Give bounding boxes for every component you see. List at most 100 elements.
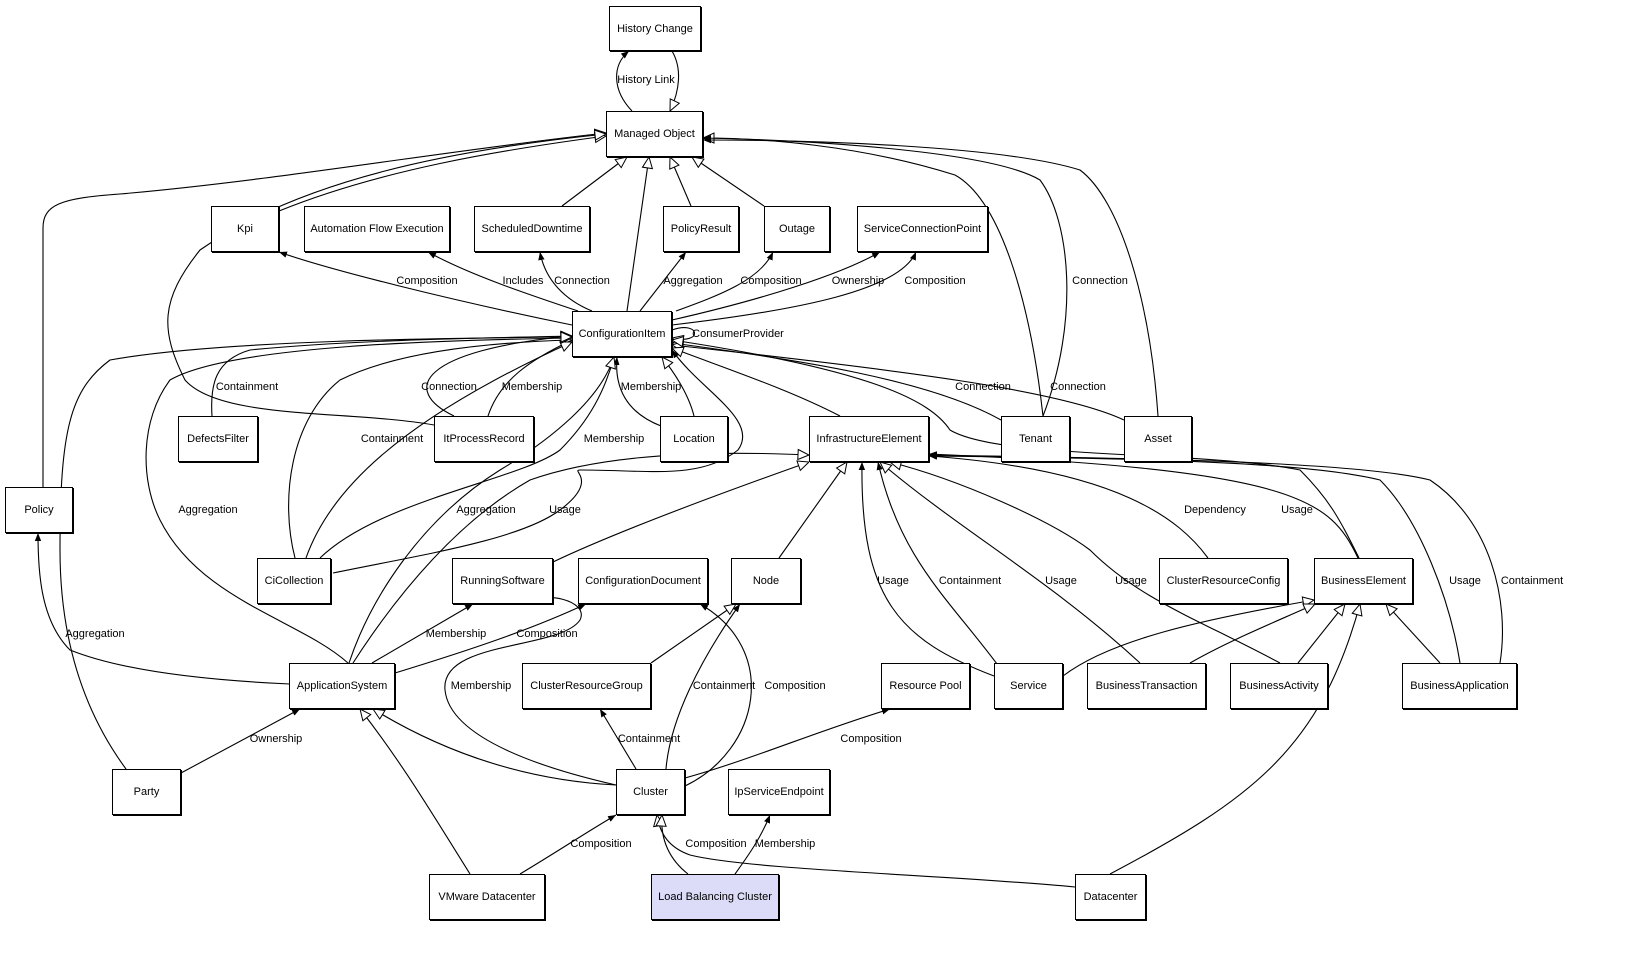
inheritance-edge [288, 340, 572, 559]
node-automation-flow-execution[interactable]: Automation Flow Execution [304, 206, 450, 252]
relationship-edge [684, 603, 752, 787]
edge-label-ownership: Ownership [249, 733, 303, 745]
node-configuration-document[interactable]: ConfigurationDocument [578, 558, 708, 604]
relationship-edge [371, 603, 474, 664]
relationship-edge [394, 603, 587, 674]
relationship-edge [427, 251, 579, 312]
node-policy[interactable]: Policy [5, 487, 73, 533]
edge-label-connection: Connection [421, 381, 477, 393]
inheritance-edge [373, 709, 617, 786]
node-defects-filter[interactable]: DefectsFilter [178, 416, 258, 462]
node-it-process-record[interactable]: ItProcessRecord [434, 416, 534, 462]
edge-label-membership: Membership [620, 381, 682, 393]
node-ci-collection[interactable]: CiCollection [257, 558, 331, 604]
inheritance-edge [626, 157, 649, 312]
edge-label-usage: Usage [1115, 575, 1147, 587]
edge-label-containment: Containment [360, 433, 424, 445]
node-party[interactable]: Party [112, 769, 181, 815]
edge-label-ownership: Ownership [831, 275, 885, 287]
inheritance-edge [1109, 604, 1360, 875]
node-infrastructure-element[interactable]: InfrastructureElement [809, 416, 929, 462]
node-location[interactable]: Location [660, 416, 728, 462]
node-business-element[interactable]: BusinessElement [1314, 558, 1413, 604]
edge-label-connection: Connection [1050, 381, 1106, 393]
inheritance-edge [778, 462, 847, 559]
edge-label-composition: Composition [764, 680, 826, 692]
inheritance-edge [1189, 604, 1315, 664]
relationship-edge [34, 532, 291, 685]
edge-label-containment: Containment [692, 680, 756, 692]
edge-label-membership: Membership [501, 381, 563, 393]
node-cluster-resource-config[interactable]: ClusterResourceConfig [1159, 558, 1288, 604]
node-service[interactable]: Service [994, 663, 1063, 709]
node-kpi[interactable]: Kpi [211, 206, 279, 252]
edge-label-connection: Connection [1072, 275, 1128, 287]
relationship-edge [671, 251, 881, 321]
node-application-system[interactable]: ApplicationSystem [289, 663, 395, 709]
relationship-edge [639, 251, 687, 312]
edge-label-membership: Membership [754, 838, 816, 850]
node-history-change[interactable]: History Change [609, 6, 701, 51]
node-datacenter[interactable]: Datacenter [1075, 874, 1146, 920]
edge-label-usage: Usage [877, 575, 909, 587]
relationship-edge [928, 453, 1209, 559]
edge-label-containment: Containment [215, 381, 279, 393]
node-cluster-resource-group[interactable]: ClusterResourceGroup [522, 663, 651, 709]
node-tenant[interactable]: Tenant [1001, 416, 1070, 462]
edge-label-connection: Connection [554, 275, 610, 287]
node-configuration-item[interactable]: ConfigurationItem [572, 311, 672, 357]
edge-label-includes: Includes [502, 275, 544, 287]
edge-label-history-link: History Link [617, 74, 675, 86]
relationship-edge [319, 356, 615, 559]
node-scheduled-downtime[interactable]: ScheduledDowntime [474, 206, 590, 252]
inheritance-edge [278, 136, 606, 212]
edge-label-composition: Composition [740, 275, 802, 287]
node-business-transaction[interactable]: BusinessTransaction [1087, 663, 1206, 709]
node-asset[interactable]: Asset [1124, 416, 1192, 462]
relationship-edge [616, 50, 633, 112]
inheritance-edge [1062, 600, 1314, 677]
edge-label-usage: Usage [549, 504, 581, 516]
relationship-edge [599, 708, 637, 770]
edge-label-membership: Membership [425, 628, 487, 640]
edge-label-composition: Composition [396, 275, 458, 287]
inheritance-edge [672, 348, 841, 417]
node-running-software[interactable]: RunningSoftware [452, 558, 553, 604]
inheritance-edge [1297, 604, 1345, 664]
node-outage[interactable]: Outage [764, 206, 830, 252]
inheritance-edge [662, 357, 695, 417]
edge-label-aggregation: Aggregation [65, 628, 125, 640]
relationship-edge [684, 708, 891, 779]
node-node[interactable]: Node [731, 558, 801, 604]
relationship-edge [671, 251, 917, 326]
inheritance-edge [145, 338, 572, 664]
inheritance-edge [552, 462, 809, 563]
inheritance-edge [1386, 604, 1441, 664]
inheritance-edge [487, 340, 572, 417]
inheritance-edge [670, 50, 679, 111]
edge-label-aggregation: Aggregation [456, 504, 516, 516]
node-business-application[interactable]: BusinessApplication [1402, 663, 1517, 709]
node-vmware-datacenter[interactable]: VMware Datacenter [429, 874, 545, 920]
relationship-edge [180, 708, 301, 774]
relationship-edge [519, 814, 617, 875]
relationship-edge [702, 134, 1068, 417]
node-service-connection-point[interactable]: ServiceConnectionPoint [857, 206, 988, 252]
node-cluster[interactable]: Cluster [616, 769, 685, 815]
node-policy-result[interactable]: PolicyResult [663, 206, 739, 252]
edge-label-consumer-provider: ConsumerProvider [692, 328, 784, 340]
relationship-edge [876, 461, 1001, 669]
relationship-edge [332, 349, 744, 574]
node-load-balancing-cluster[interactable]: Load Balancing Cluster [651, 874, 779, 920]
inheritance-edge [670, 157, 692, 207]
node-business-activity[interactable]: BusinessActivity [1230, 663, 1328, 709]
node-managed-object[interactable]: Managed Object [606, 111, 703, 157]
inheritance-edge [650, 604, 736, 664]
inheritance-edge [672, 343, 1002, 421]
edge-label-membership: Membership [583, 433, 645, 445]
node-resource-pool[interactable]: Resource Pool [881, 663, 970, 709]
node-ip-service-endpoint[interactable]: IpServiceEndpoint [728, 769, 830, 815]
edge-label-composition: Composition [904, 275, 966, 287]
edge-label-containment: Containment [938, 575, 1002, 587]
